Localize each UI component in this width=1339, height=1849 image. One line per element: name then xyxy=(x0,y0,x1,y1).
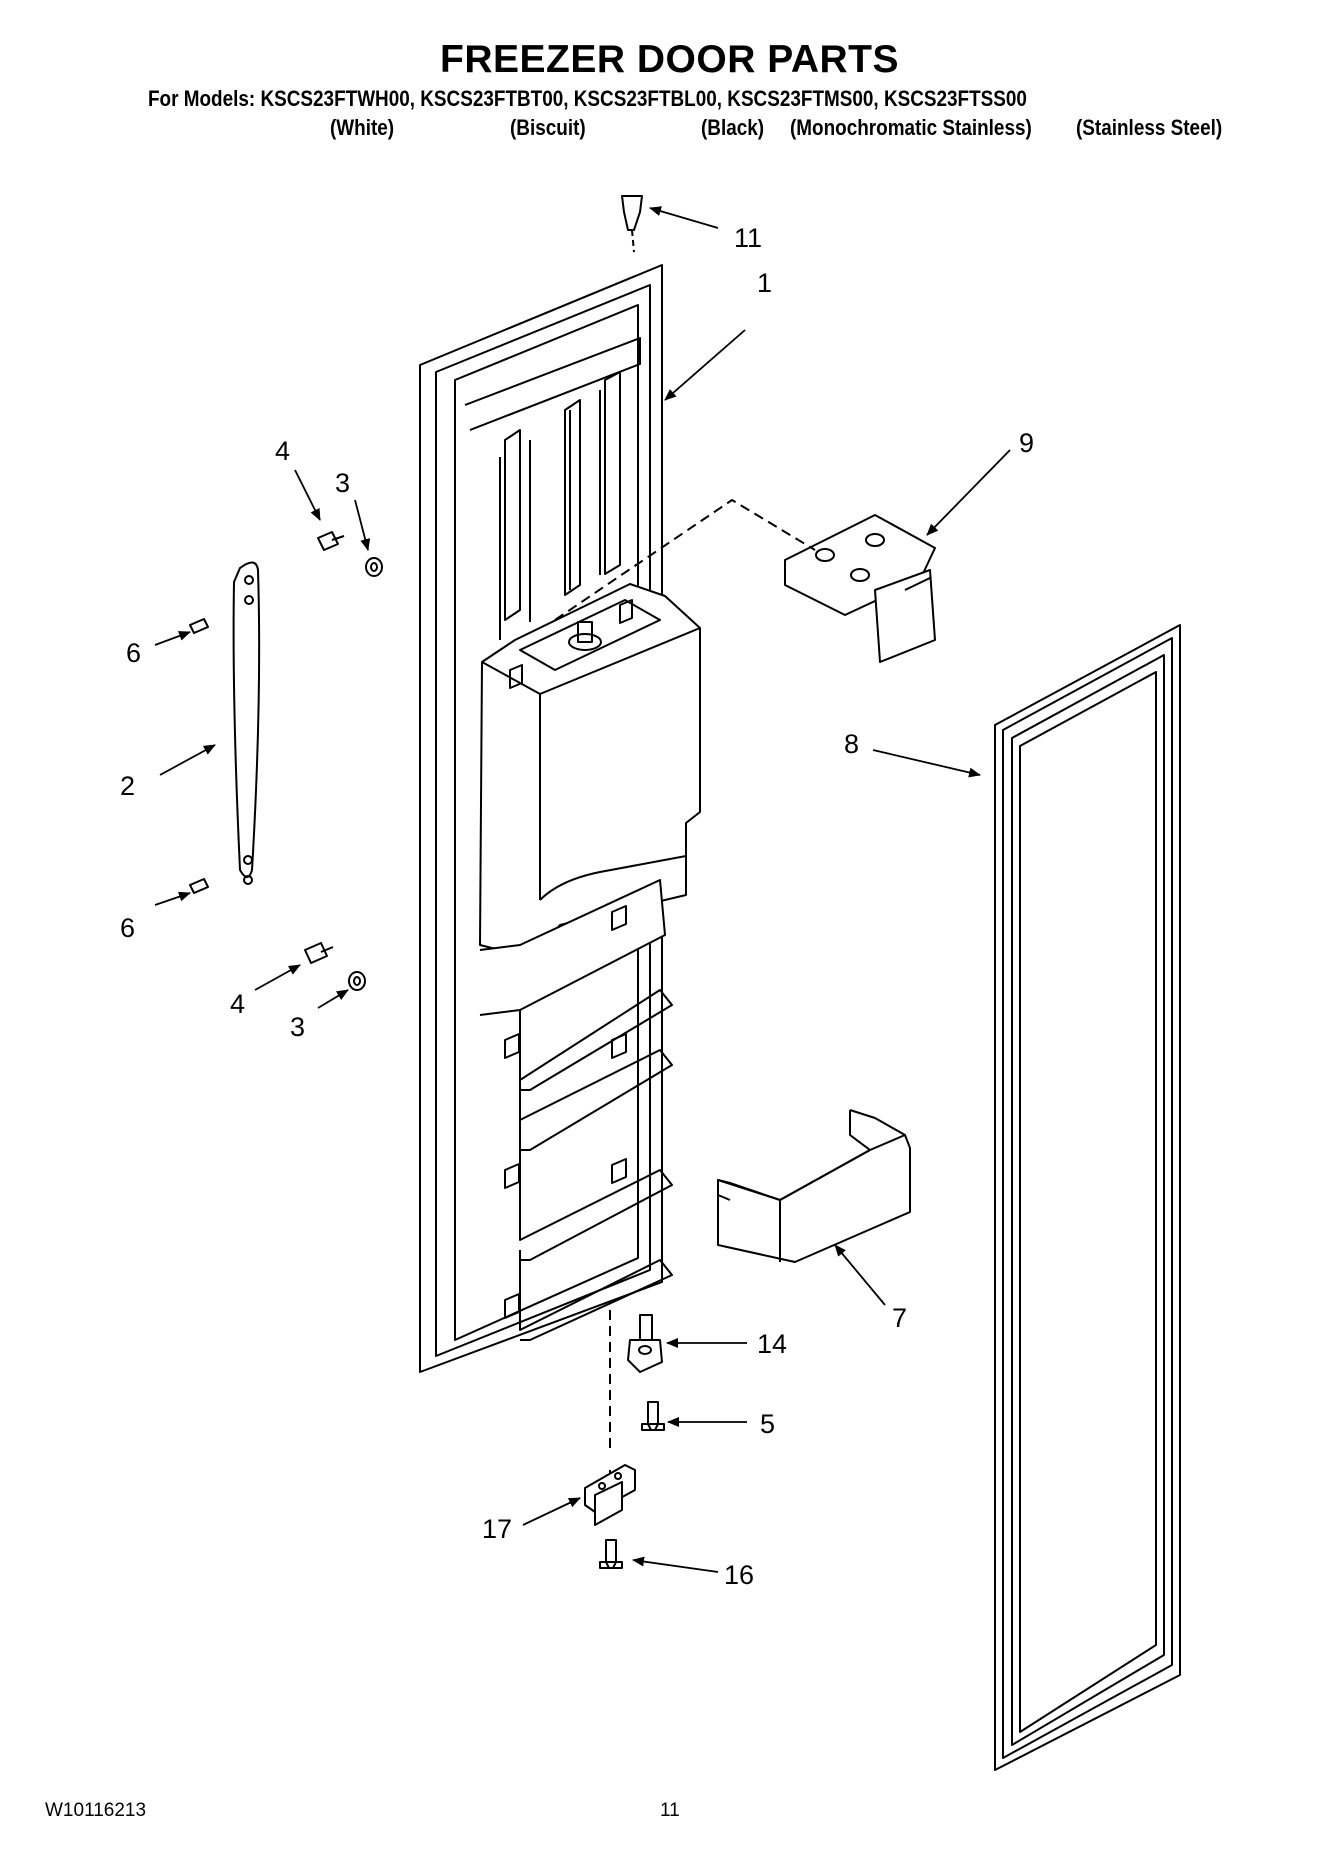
callout-8: 8 xyxy=(844,729,859,759)
arrow-1 xyxy=(664,329,746,401)
models-line: For Models: KSCS23FTWH00, KSCS23FTBT00, … xyxy=(148,86,1027,111)
callout-6-lower: 6 xyxy=(120,913,135,943)
callout-3-upper: 3 xyxy=(335,468,350,498)
arrow-2 xyxy=(159,744,216,776)
callout-9: 9 xyxy=(1019,428,1034,458)
callout-3-lower: 3 xyxy=(290,1012,305,1042)
callout-14: 14 xyxy=(757,1329,787,1359)
callout-1: 1 xyxy=(757,268,772,298)
callout-17: 17 xyxy=(482,1514,512,1544)
nut-lower-part xyxy=(348,971,366,991)
callout-7: 7 xyxy=(892,1303,907,1333)
page-title: FREEZER DOOR PARTS xyxy=(440,38,899,81)
color-monochromatic-stainless: (Monochromatic Stainless) xyxy=(790,115,1032,140)
color-stainless-steel: (Stainless Steel) xyxy=(1076,115,1223,140)
callout-4-lower: 4 xyxy=(230,989,245,1019)
arrow-9 xyxy=(926,449,1011,536)
callout-6-upper: 6 xyxy=(126,638,141,668)
callout-5: 5 xyxy=(760,1409,775,1439)
arrow-6-upper xyxy=(154,631,191,646)
arrow-4-lower xyxy=(254,964,301,991)
page-number: 11 xyxy=(660,1800,680,1821)
stud-lower-part xyxy=(189,878,209,894)
arrow-7 xyxy=(834,1244,886,1306)
arrow-16 xyxy=(632,1556,719,1573)
arrow-3-lower xyxy=(317,989,349,1009)
freezer-door-part xyxy=(419,264,701,1373)
callout-4-upper: 4 xyxy=(275,436,290,466)
color-white: (White) xyxy=(330,115,395,140)
callout-16: 16 xyxy=(724,1560,754,1590)
bolt-lower-part xyxy=(304,942,334,964)
dispenser-plate-part xyxy=(784,514,936,663)
top-pin-part xyxy=(621,195,643,253)
bottom-hinge-part xyxy=(584,1464,636,1526)
hinge-screw-part xyxy=(641,1401,665,1431)
document-number: W10116213 xyxy=(45,1800,147,1821)
handle-part xyxy=(232,561,261,885)
stud-upper-part xyxy=(189,618,209,634)
color-biscuit: (Biscuit) xyxy=(510,115,586,140)
hinge-pin-part xyxy=(627,1314,663,1373)
arrow-3-upper xyxy=(354,499,371,551)
door-bin-part xyxy=(717,1109,911,1263)
callout-2: 2 xyxy=(120,771,135,801)
arrow-11 xyxy=(649,206,719,229)
arrow-6-lower xyxy=(154,891,191,906)
arrow-4-upper xyxy=(294,469,321,521)
color-black: (Black) xyxy=(701,115,765,140)
nut-upper-part xyxy=(365,557,383,577)
bottom-screw-part xyxy=(599,1539,623,1569)
arrow-17 xyxy=(522,1497,581,1526)
gasket-part xyxy=(994,624,1181,1771)
arrow-8 xyxy=(872,749,981,778)
bolt-upper-part xyxy=(317,531,345,551)
callout-11: 11 xyxy=(734,223,762,253)
